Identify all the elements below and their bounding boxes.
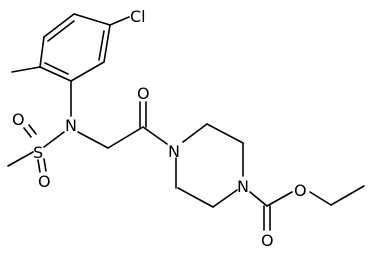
bond — [266, 191, 293, 207]
bond — [330, 185, 365, 206]
atom-o-sulfonyl-bottom: O — [38, 172, 51, 191]
bond — [77, 131, 109, 149]
bond — [23, 127, 32, 138]
bond — [206, 123, 244, 144]
bond — [7, 151, 34, 167]
atom-n-piperazine-right: N — [237, 177, 249, 196]
bond — [142, 126, 168, 145]
bond — [103, 24, 111, 63]
bond — [37, 159, 41, 173]
atom-cl: Cl — [130, 7, 146, 26]
bond — [43, 158, 47, 172]
piperazine-ring — [175, 123, 244, 208]
bond — [182, 123, 208, 143]
atom-o-sulfonyl-left: O — [12, 110, 25, 129]
bond — [177, 187, 214, 208]
atom-o-carbamate: O — [261, 231, 274, 250]
bond — [109, 16, 130, 26]
atom-s: S — [33, 143, 43, 162]
atom-o-ester: O — [294, 181, 307, 200]
bond — [47, 20, 75, 42]
benzene-ring — [39, 13, 111, 82]
bond — [11, 66, 41, 73]
bond — [39, 36, 45, 68]
bond — [70, 61, 105, 82]
atom-n-sulfonamide: N — [65, 116, 77, 135]
bond — [249, 191, 268, 207]
bond — [43, 131, 65, 148]
bond — [28, 124, 37, 135]
atom-o-ketone: O — [137, 84, 150, 103]
bond — [212, 189, 238, 208]
bond — [43, 13, 75, 38]
bond — [107, 126, 144, 149]
bond — [39, 66, 72, 82]
bond — [309, 191, 332, 206]
atom-n-piperazine-left: N — [168, 142, 180, 161]
bond — [73, 13, 111, 26]
bond — [44, 62, 69, 75]
bond — [98, 30, 105, 61]
